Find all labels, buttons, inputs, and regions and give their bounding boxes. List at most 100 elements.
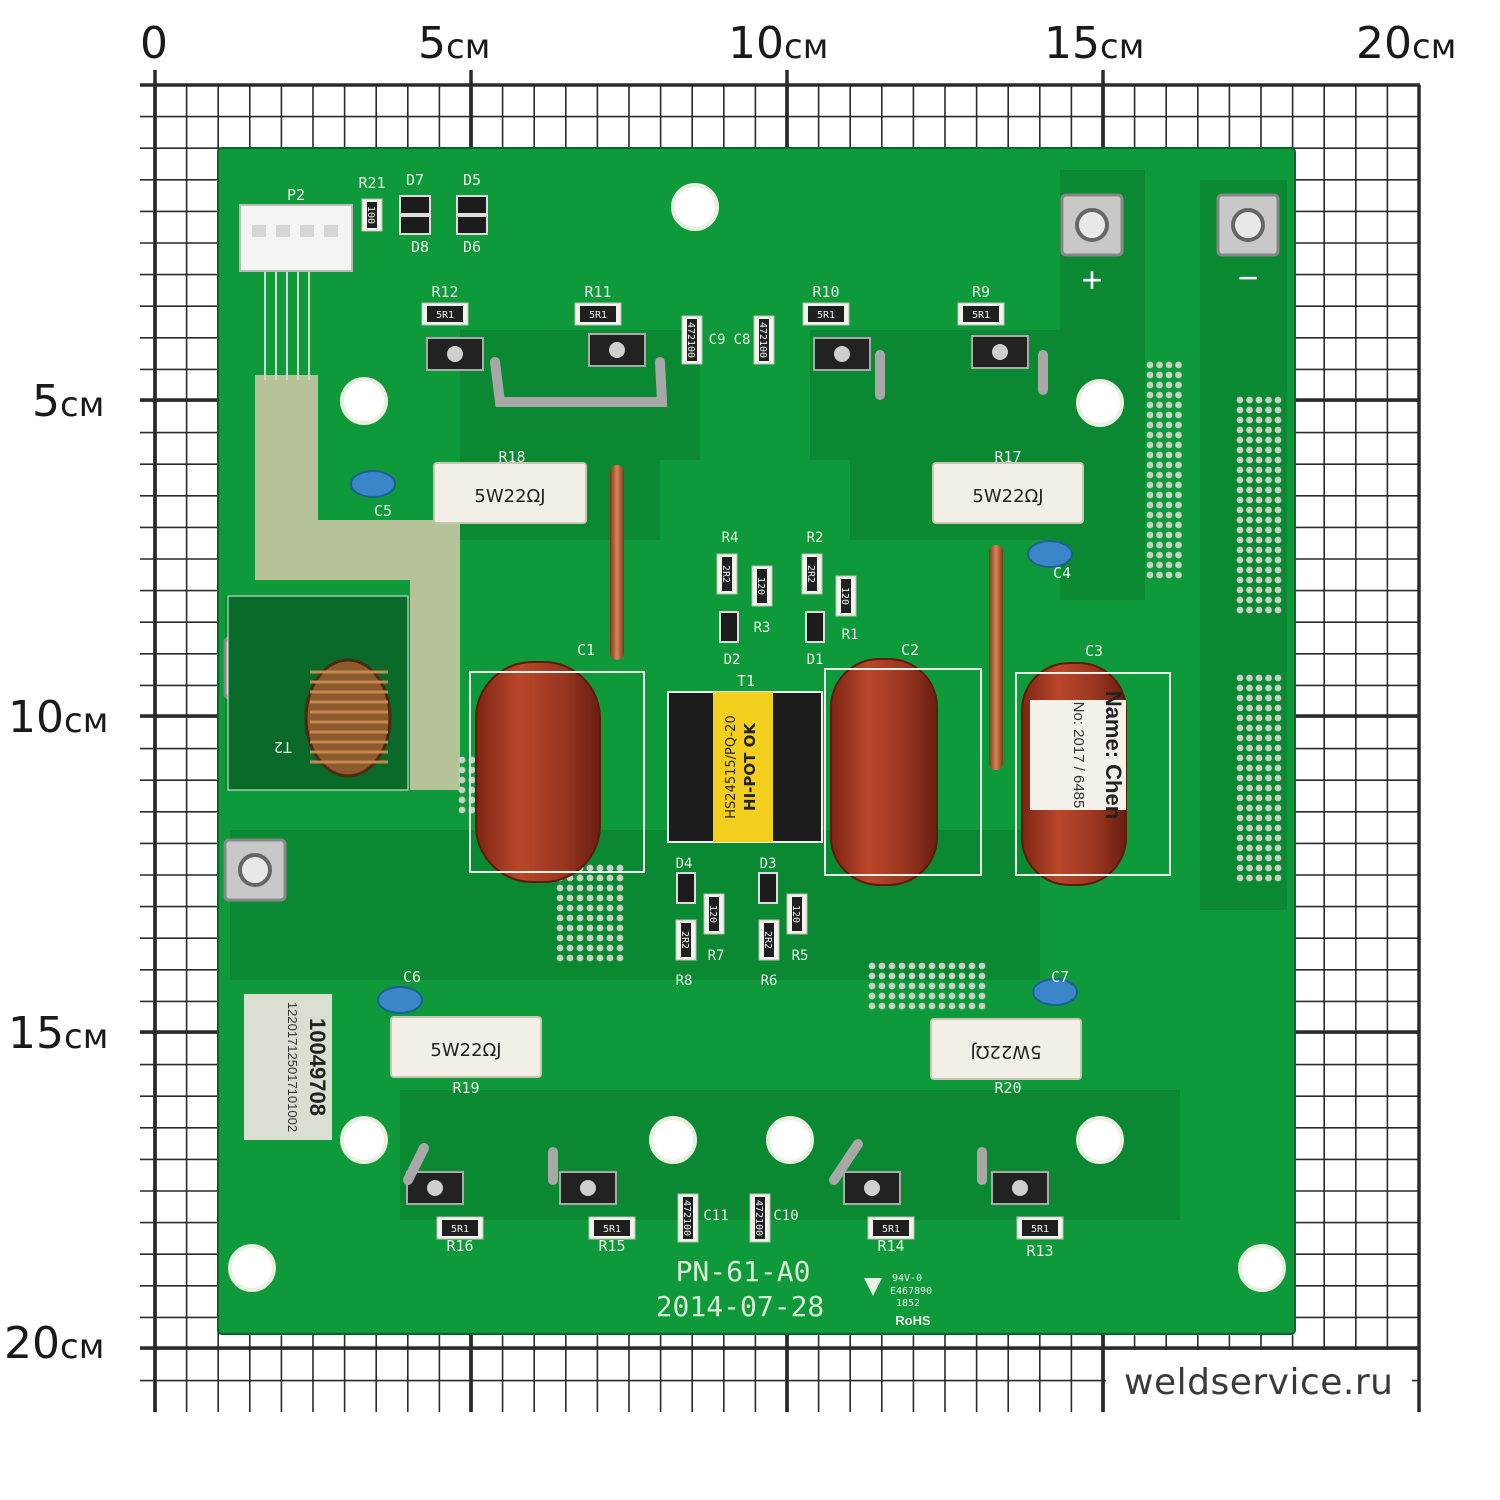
- via-field-lower: [958, 992, 966, 1000]
- via-field-minus-bottom: [1265, 814, 1272, 822]
- via-field-center: [586, 934, 594, 942]
- via-field-minus-top: [1255, 596, 1263, 604]
- via-field-minus-top: [1255, 556, 1263, 564]
- via-field-minus-top: [1246, 426, 1253, 434]
- via-field-center: [586, 954, 594, 962]
- via-field-plus: [1175, 451, 1182, 459]
- c11-body: [683, 1197, 693, 1239]
- via-field-plus: [1146, 411, 1154, 419]
- r19-body: [390, 1016, 542, 1078]
- via-field-minus-top: [1236, 436, 1244, 444]
- via-field-minus-bottom: [1265, 754, 1272, 762]
- via-field-plus: [1165, 521, 1173, 529]
- via-field-plus: [1165, 441, 1173, 449]
- via-field-minus-top: [1255, 406, 1263, 414]
- via-field-center: [596, 864, 604, 872]
- r3-mark: 120: [755, 577, 766, 595]
- copper-pour: [230, 830, 1040, 980]
- c2: [830, 658, 938, 886]
- silk-c10: C10: [773, 1208, 798, 1224]
- via-field-minus-top: [1236, 526, 1244, 534]
- via-field-lower: [958, 962, 966, 970]
- silk-r18: R18: [498, 448, 525, 466]
- r8-mark: 2R2: [679, 931, 690, 949]
- via-field-plus: [1175, 361, 1182, 369]
- via-field-plus: [1146, 461, 1154, 469]
- r10-mark: 5R1: [817, 310, 835, 321]
- via-field-minus-top: [1255, 586, 1263, 594]
- via-field-center: [606, 914, 614, 922]
- via-field-lower: [978, 972, 986, 980]
- r15-mark: 5R1: [603, 1224, 621, 1235]
- via-field-minus-top: [1246, 606, 1253, 614]
- barcode-sticker: [244, 994, 332, 1140]
- via-field-minus-top: [1265, 466, 1272, 474]
- via-field-center: [576, 924, 584, 932]
- via-field-center: [616, 864, 624, 872]
- via-field-minus-bottom: [1236, 854, 1244, 862]
- r2-mark: 2R2: [805, 565, 816, 583]
- via-field-minus-top: [1255, 546, 1263, 554]
- via-field-minus-bottom: [1236, 744, 1244, 752]
- sticker-code: 10049708: [305, 1018, 330, 1116]
- via-field-minus-bottom: [1265, 834, 1272, 842]
- via-field-minus-bottom: [1236, 724, 1244, 732]
- via-field-plus: [1156, 551, 1163, 559]
- connector-pin: [324, 225, 338, 237]
- r19-value: 5W22ΩJ: [430, 1040, 501, 1061]
- connector-pin: [300, 225, 314, 237]
- c9-body: [687, 319, 697, 361]
- copper-rod-left: [610, 465, 624, 660]
- via-field-center: [566, 954, 574, 962]
- via-field-plus: [1156, 371, 1163, 379]
- via-field-minus-top: [1265, 586, 1272, 594]
- via-field-plus: [1156, 431, 1163, 439]
- via-field-plus: [1146, 471, 1154, 479]
- via-field-plus: [1165, 531, 1173, 539]
- via-field-minus-bottom: [1255, 764, 1263, 772]
- ruler-top-15: 15см: [1044, 18, 1145, 69]
- via-field-minus-top: [1255, 506, 1263, 514]
- lead-wire-bottom-c: [829, 1139, 863, 1185]
- clip-screw: [834, 346, 850, 362]
- silk-r14: R14: [877, 1237, 904, 1255]
- via-field-plus: [1175, 551, 1182, 559]
- via-field-lower: [938, 982, 946, 990]
- r17-value: 5W22ΩJ: [972, 486, 1043, 507]
- clip-screw: [447, 346, 463, 362]
- via-field-plus: [1165, 551, 1173, 559]
- via-field-center: [616, 874, 624, 882]
- via-field-plus: [1156, 491, 1163, 499]
- via-field-minus-bottom: [1255, 794, 1263, 802]
- via-field-plus: [1156, 511, 1163, 519]
- via-field-minus-top: [1265, 476, 1272, 484]
- silk-c6: C6: [403, 968, 421, 986]
- via-field-minus-bottom: [1236, 844, 1244, 852]
- via-field-lower: [898, 962, 906, 970]
- via-field-minus-top: [1274, 436, 1282, 444]
- via-field-lower: [938, 962, 946, 970]
- via-field-minus-top: [1265, 446, 1272, 454]
- via-field-plus: [1175, 471, 1182, 479]
- via-field-minus-top: [1246, 586, 1253, 594]
- via-field-lower: [898, 972, 906, 980]
- via-field-plus: [1175, 501, 1182, 509]
- via-field-minus-top: [1246, 416, 1253, 424]
- via-field-plus: [1175, 531, 1182, 539]
- via-field-minus-top: [1255, 476, 1263, 484]
- via-field-plus: [1175, 441, 1182, 449]
- via-field-minus-top: [1246, 496, 1253, 504]
- via-field-center: [576, 934, 584, 942]
- via-field-minus-top: [1255, 426, 1263, 434]
- silk-r7: R7: [708, 948, 725, 964]
- via-field-center: [616, 884, 624, 892]
- via-field-minus-top: [1236, 506, 1244, 514]
- via-field-minus-top: [1265, 496, 1272, 504]
- via-field-lower: [868, 1002, 876, 1010]
- via-field-minus-top: [1255, 516, 1263, 524]
- c8-mark: 472100: [757, 322, 768, 358]
- via-field-plus: [1146, 501, 1154, 509]
- via-field-minus-bottom: [1265, 784, 1272, 792]
- silk-c1: C1: [577, 641, 595, 659]
